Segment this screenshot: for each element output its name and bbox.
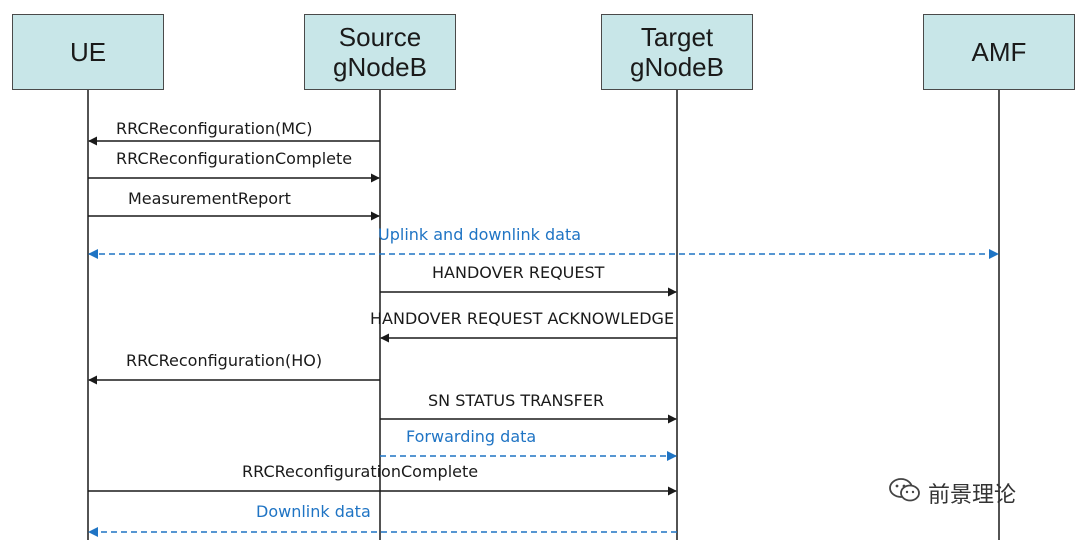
message-label-2: RRCReconfigurationComplete [116, 149, 353, 168]
watermark: 前景理论 [888, 478, 1016, 508]
watermark-text: 前景理论 [928, 483, 1017, 508]
entity-amf: AMF [923, 14, 1075, 90]
message-label-7: RRCReconfiguration(HO) [126, 351, 323, 370]
message-label-9: Forwarding data [406, 427, 537, 446]
message-label-11: Downlink data [256, 502, 371, 521]
message-label-3: MeasurementReport [128, 189, 291, 208]
message-label-1: RRCReconfiguration(MC) [116, 119, 313, 138]
wechat-icon [888, 477, 922, 509]
entity-source: Source gNodeB [304, 14, 456, 90]
message-label-6: HANDOVER REQUEST ACKNOWLEDGE [370, 309, 675, 328]
message-label-4: Uplink and downlink data [378, 225, 582, 244]
entity-ue: UE [12, 14, 164, 90]
message-label-10: RRCReconfigurationComplete [242, 462, 479, 481]
entity-target: Target gNodeB [601, 14, 753, 90]
message-label-5: HANDOVER REQUEST [432, 263, 605, 282]
message-label-8: SN STATUS TRANSFER [428, 391, 605, 410]
